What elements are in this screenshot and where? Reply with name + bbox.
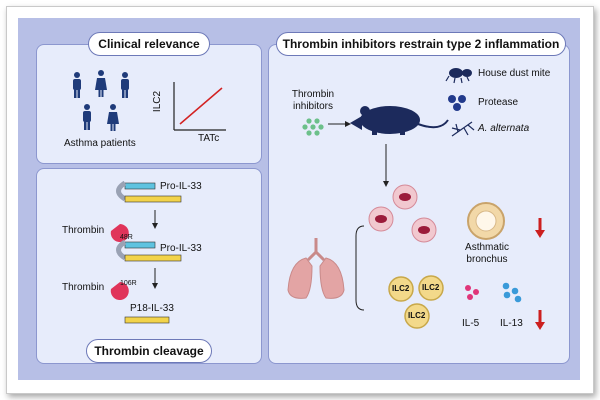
il13-dots [502, 282, 522, 303]
correlation-plot [173, 82, 226, 131]
protease-icon [448, 95, 466, 111]
patients-label: Asthma patients [64, 138, 136, 149]
bracket [355, 225, 365, 311]
p18-il33-label: P18-IL-33 [130, 303, 174, 314]
site-label-1: 48R [120, 234, 133, 241]
eosinophil-cells [368, 184, 437, 243]
pro-il33-molecule-2 [116, 239, 182, 262]
allergen-label-alternata: A. alternata [478, 123, 530, 134]
cleavage-title: Thrombin cleavage [86, 339, 212, 363]
patients-icon [73, 70, 129, 131]
x-axis-label: TATc [198, 133, 220, 144]
thrombin-inhibitor-dots [302, 118, 324, 136]
ilc2-label-1: ILC2 [392, 284, 410, 293]
alternaria-icon [451, 121, 475, 137]
allergen-label-mite: House dust mite [478, 68, 551, 79]
allergen-label-protease: Protease [478, 97, 519, 108]
il5-label: IL-5 [462, 318, 480, 329]
p18-il33-molecule [124, 316, 170, 324]
il5-dots [465, 285, 479, 300]
clinical-title: Clinical relevance [88, 32, 210, 56]
house-dust-mite-icon [445, 68, 472, 84]
bronchus-label: Asthmatic bronchus [465, 242, 509, 265]
pro-il33-label-1: Pro-IL-33 [160, 181, 202, 192]
pro-il33-label-2: Pro-IL-33 [160, 243, 202, 254]
y-axis-label: ILC2 [152, 90, 164, 113]
pro-il33-molecule-1 [116, 180, 182, 203]
inflammation-title: Thrombin inhibitors restrain type 2 infl… [276, 32, 566, 56]
clinical-panel [36, 44, 262, 164]
bronchus-icon [467, 202, 505, 240]
ilc2-label-2: ILC2 [422, 283, 440, 292]
lungs-icon [287, 238, 345, 299]
ilc2-label-3: ILC2 [408, 311, 426, 320]
il13-label: IL-13 [500, 318, 523, 329]
thrombin-label-1: Thrombin [62, 225, 105, 236]
correlation-line [179, 87, 223, 125]
thrombin-icon-2 [110, 282, 129, 300]
site-label-2: 106R [120, 280, 137, 287]
inhibitors-label: Thrombin inhibitors [291, 89, 335, 112]
thrombin-icon-1 [110, 224, 129, 242]
thrombin-label-2: Thrombin [62, 282, 105, 293]
mouse-icon [350, 106, 449, 135]
ilc2-cells [388, 275, 444, 329]
